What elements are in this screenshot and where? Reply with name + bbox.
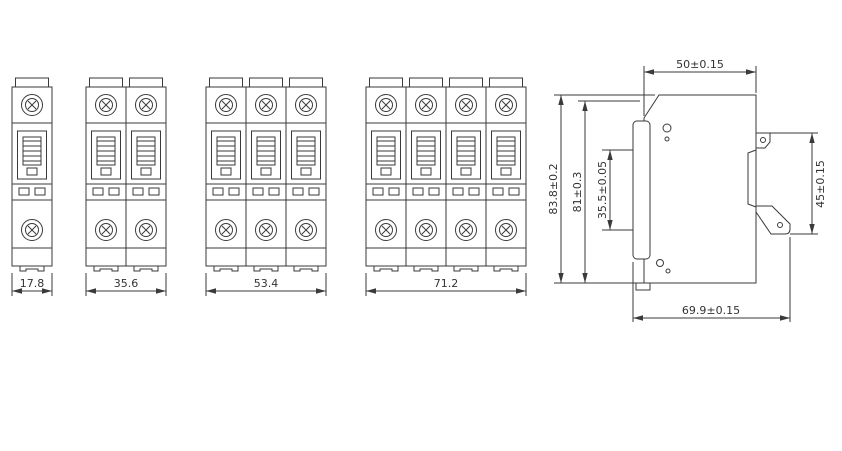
side-body-outline: [643, 94, 757, 284]
pole-module: [245, 77, 287, 272]
pole-module: [85, 77, 127, 272]
dim-label-side-overall-height: 83.8±0.2: [547, 163, 560, 214]
pole-module: [365, 77, 407, 272]
dim-front-1pole: 17.8: [11, 273, 53, 296]
pole-module: [485, 77, 527, 272]
pole-module: [405, 77, 447, 272]
dim-label-3pole-width: 53.4: [254, 277, 279, 290]
dim-front-2pole: 35.6: [85, 273, 167, 296]
pole-module: [11, 77, 53, 272]
dim-side-rail-offset: 35.5±0.05: [596, 149, 633, 231]
dim-front-3pole: 53.4: [205, 273, 327, 296]
dim-side-clip-height: 45±0.15: [770, 132, 827, 235]
din-top-hook: [755, 132, 771, 149]
dim-side-total-depth: 69.9±0.15: [632, 237, 791, 322]
dim-label-4pole-width: 71.2: [434, 277, 459, 290]
dim-label-side-total-depth: 69.9±0.15: [682, 304, 740, 317]
dim-front-4pole: 71.2: [365, 273, 527, 296]
din-rail-channel: [747, 149, 757, 208]
pole-module: [445, 77, 487, 272]
front-view-4pole: 71.2: [365, 77, 527, 296]
dim-side-top-width: 50±0.15: [643, 58, 757, 116]
dim-label-2pole-width: 35.6: [114, 277, 139, 290]
side-view: [632, 94, 791, 291]
hook-hole-icon: [760, 137, 766, 143]
dim-label-side-inner-height: 81±0.3: [571, 172, 584, 213]
dim-side-inner-height: 81±0.3: [571, 100, 640, 283]
dim-label-1pole-width: 17.8: [20, 277, 45, 290]
dim-label-side-rail-offset: 35.5±0.05: [596, 161, 609, 219]
bottom-foot-tab: [635, 282, 651, 291]
pole-module: [205, 77, 247, 272]
pole-module: [125, 77, 167, 272]
din-spring-clip: [755, 205, 791, 235]
dim-label-side-clip-height: 45±0.15: [814, 160, 827, 208]
front-panel: [632, 120, 651, 260]
clip-hole-icon: [777, 222, 783, 228]
dim-side-overall-height: 83.8±0.2: [547, 94, 655, 284]
rivet-marks: [656, 123, 672, 274]
pole-module: [285, 77, 327, 272]
front-view-1pole: 17.8: [11, 77, 53, 296]
front-view-2pole: 35.6: [85, 77, 167, 296]
front-view-3pole: 53.4: [205, 77, 327, 296]
dim-label-side-top-width: 50±0.15: [676, 58, 724, 71]
